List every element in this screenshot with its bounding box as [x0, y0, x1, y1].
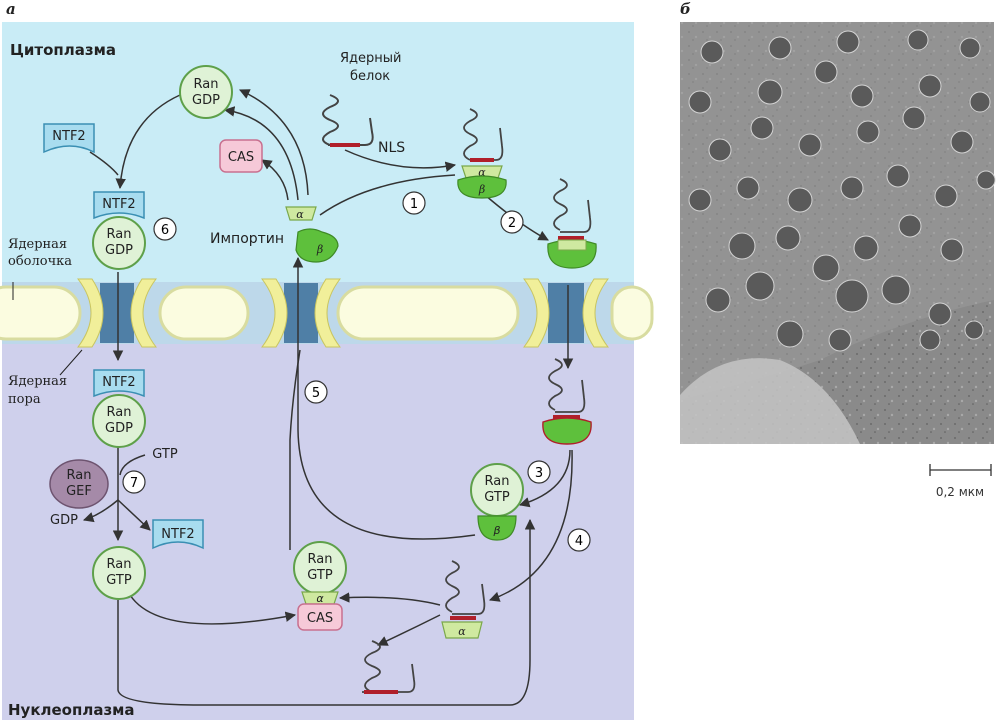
alpha-cargo-complex-nucleus: α: [441, 560, 486, 639]
gdp-label: GDP: [50, 513, 78, 528]
svg-text:GEF: GEF: [66, 484, 92, 499]
svg-text:Ran: Ran: [107, 227, 132, 242]
cargo-complex-nucleus: [542, 358, 592, 445]
pathway-arrows: [82, 89, 574, 706]
envelope-label-1: Ядерная: [8, 237, 67, 252]
nuclear-pore-right: [522, 278, 610, 348]
scale-bar-label: 0,2 мкм: [936, 485, 984, 499]
svg-text:GDP: GDP: [192, 93, 220, 108]
svg-text:α: α: [296, 208, 304, 221]
nuclear-envelope: [0, 285, 654, 341]
svg-text:NTF2: NTF2: [102, 197, 135, 212]
step-3: 3: [527, 460, 551, 484]
ran-gtp-beta-complex: Ran GTP β: [470, 463, 524, 541]
nuclear-pore-middle: [260, 278, 342, 348]
svg-text:Ran: Ran: [194, 77, 219, 92]
step-4: 4: [567, 528, 591, 552]
svg-text:α: α: [478, 166, 486, 179]
micrograph-pores: [688, 29, 996, 352]
panel-b-label: б: [680, 0, 691, 18]
svg-text:NTF2: NTF2: [52, 129, 85, 144]
svg-text:4: 4: [575, 534, 583, 549]
pore-label-1: Ядерная: [8, 374, 67, 389]
svg-text:1: 1: [410, 197, 418, 212]
step-2: 2: [500, 210, 524, 234]
ntf2-ran-gdp-complex-cytoplasm: NTF2 Ran GDP: [92, 191, 146, 270]
svg-text:3: 3: [535, 466, 543, 481]
importin-free: α β: [285, 206, 339, 263]
cargo-complex-cytoplasm: α β: [457, 108, 507, 199]
step-5: 5: [304, 380, 328, 404]
panel-a: а Цитоплазма Нуклеоплазма Ядерная оболоч…: [0, 0, 654, 720]
scale-bar: 0,2 мкм: [929, 464, 992, 499]
step-markers: 1 2 3 4 5 6 7: [122, 191, 591, 552]
ntf2-ran-gdp-complex-nucleus: NTF2 Ran GDP: [92, 369, 146, 448]
svg-text:β: β: [478, 183, 485, 196]
svg-text:GDP: GDP: [105, 421, 133, 436]
ran-gdp-top: Ran GDP: [179, 65, 233, 119]
gtp-label: GTP: [152, 447, 178, 462]
pore-pointer: [59, 349, 83, 376]
nuclear-protein-label-2: белок: [350, 69, 390, 84]
ran-gtp-cas-complex: Ran GTP α CAS: [293, 541, 347, 631]
svg-text:GDP: GDP: [105, 243, 133, 258]
svg-text:CAS: CAS: [307, 611, 333, 626]
pore-label-2: пора: [8, 392, 41, 407]
svg-text:α: α: [316, 592, 324, 605]
svg-text:Ran: Ran: [485, 474, 510, 489]
svg-text:Ran: Ran: [67, 468, 92, 483]
cytoplasm-label: Цитоплазма: [10, 41, 116, 59]
panel-a-label: а: [6, 0, 16, 18]
svg-text:5: 5: [312, 386, 320, 401]
cargo-complex-at-pore: [547, 178, 597, 269]
nucleoplasm-label: Нуклеоплазма: [8, 701, 135, 719]
envelope-label-2: оболочка: [8, 254, 72, 269]
ran-gef: Ran GEF: [49, 459, 109, 509]
svg-text:GTP: GTP: [307, 568, 333, 583]
svg-text:GTP: GTP: [106, 573, 132, 588]
svg-text:Ran: Ran: [107, 557, 132, 572]
ntf2-free-top: NTF2: [43, 123, 95, 154]
nls-label: NLS: [378, 140, 405, 156]
svg-text:NTF2: NTF2: [161, 527, 194, 542]
svg-text:α: α: [458, 625, 466, 638]
svg-text:β: β: [316, 243, 323, 256]
svg-text:β: β: [492, 524, 500, 537]
ntf2-free-bottom: NTF2: [152, 519, 204, 550]
svg-text:CAS: CAS: [228, 150, 254, 165]
nuclear-protein-released: [362, 640, 416, 694]
step-1: 1: [402, 191, 426, 215]
svg-text:NTF2: NTF2: [102, 375, 135, 390]
nuclear-protein-label-1: Ядерный: [340, 51, 401, 66]
svg-text:7: 7: [130, 476, 138, 491]
ran-gtp-free: Ran GTP: [92, 546, 146, 600]
svg-text:2: 2: [508, 216, 516, 231]
svg-text:Ran: Ran: [107, 405, 132, 420]
step-7: 7: [122, 470, 146, 494]
nuclear-pore-left: [76, 278, 158, 348]
panel-b: б 0,2 мкм: [680, 0, 996, 499]
nuclear-protein-free: [322, 94, 374, 147]
svg-text:Ran: Ran: [308, 552, 333, 567]
cas-free-top: CAS: [219, 139, 263, 173]
importin-label: Импортин: [210, 231, 284, 247]
svg-text:GTP: GTP: [484, 490, 510, 505]
svg-text:6: 6: [161, 223, 169, 238]
step-6: 6: [153, 217, 177, 241]
